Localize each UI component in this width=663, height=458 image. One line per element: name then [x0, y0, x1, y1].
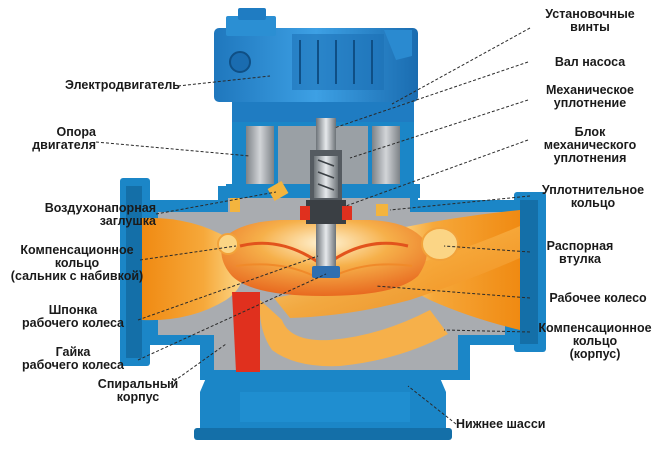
label-line: Компенсационное	[538, 321, 652, 335]
pump-shaft	[300, 118, 352, 278]
label-impeller-text: Рабочее колесо	[549, 291, 647, 305]
label-line: уплотнение	[553, 96, 627, 110]
label-motor-support: Опора двигателя	[0, 126, 96, 152]
label-pump-shaft-text: Вал насоса	[554, 55, 626, 69]
label-lower-chassis: Нижнее шасси	[456, 418, 566, 431]
label-electric-motor: Электродвигатель	[40, 79, 180, 92]
label-line: уплотнения	[553, 151, 627, 165]
label-line: Уплотнительное	[541, 183, 645, 197]
label-line: Установочные	[545, 7, 635, 21]
label-air-vent-plug: Воздухонапорная заглушка	[0, 202, 156, 228]
label-set-screws: Установочные винты	[530, 8, 650, 34]
label-line: двигателя	[32, 138, 96, 152]
label-impeller-key: Шпонка рабочего колеса	[0, 304, 146, 330]
suction-channel	[232, 292, 260, 372]
label-line: кольцо	[570, 196, 616, 210]
label-line: (сальник с набивкой)	[10, 269, 144, 283]
label-line: рабочего колеса	[21, 316, 125, 330]
label-mechanical-seal: Механическое уплотнение	[526, 84, 654, 110]
label-line: Воздухонапорная	[44, 201, 156, 215]
label-line: кольцо	[572, 334, 618, 348]
label-line: Механическое	[545, 83, 634, 97]
label-line: заглушка	[99, 214, 156, 228]
label-line: Шпонка	[48, 303, 98, 317]
label-line: Компенсационное	[20, 243, 134, 257]
label-line: (корпус)	[569, 347, 621, 361]
label-line: втулка	[559, 252, 601, 266]
label-mechanical-seal-block: Блок механического уплотнения	[526, 126, 654, 165]
label-compensation-ring-casing: Компенсационное кольцо (корпус)	[528, 322, 662, 361]
label-line: Блок	[574, 125, 606, 139]
label-line: корпус	[116, 390, 160, 404]
lower-chassis	[194, 378, 452, 440]
air-vent-plug	[267, 180, 289, 202]
label-line: Гайка	[55, 345, 91, 359]
label-impeller-nut: Гайка рабочего колеса	[0, 346, 146, 372]
label-line: Распорная	[546, 239, 614, 253]
label-electric-motor-text: Электродвигатель	[65, 78, 180, 92]
label-compensation-ring-gland: Компенсационное кольцо (сальник с набивк…	[0, 244, 154, 283]
label-impeller: Рабочее колесо	[538, 292, 658, 305]
label-line: винты	[570, 20, 610, 34]
label-line: Опора	[56, 125, 97, 139]
label-line: рабочего колеса	[21, 358, 125, 372]
label-line: кольцо	[54, 256, 100, 270]
label-line: Спиральный	[97, 377, 179, 391]
label-sealing-ring: Уплотнительное кольцо	[526, 184, 660, 210]
label-line: механического	[543, 138, 637, 152]
label-lower-chassis-text: Нижнее шасси	[456, 417, 546, 431]
right-flange	[514, 192, 546, 352]
label-spacer-sleeve: Распорная втулка	[530, 240, 630, 266]
label-volute-casing: Спиральный корпус	[90, 378, 186, 404]
label-pump-shaft: Вал насоса	[530, 56, 650, 69]
